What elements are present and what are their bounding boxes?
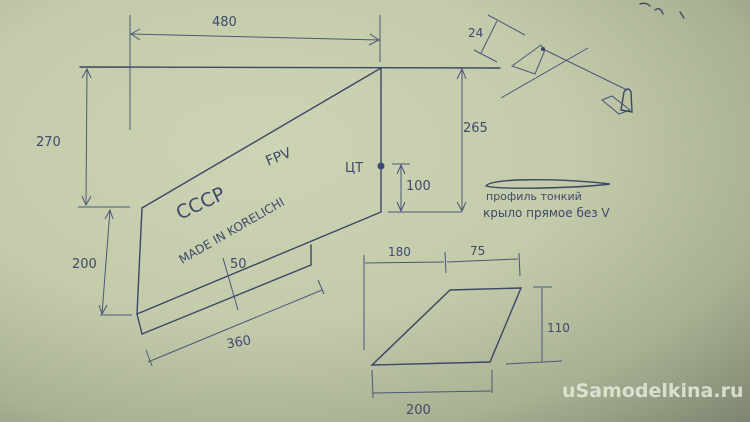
tip-chord-dimension: 200	[72, 208, 132, 316]
aileron-length-label: 360	[225, 333, 252, 352]
cg-distance-label: 100	[406, 179, 431, 194]
aileron-width-dimension: 50	[222, 257, 247, 311]
watermark: uSamodelkina.ru	[562, 380, 744, 402]
fin-base-label: 200	[406, 403, 431, 418]
wing-note: крыло прямое без V	[483, 206, 610, 220]
span-dimension: 480	[129, 15, 381, 130]
wing-text-fpv: FPV	[264, 145, 295, 170]
fin-sweep-label: 180	[388, 245, 411, 259]
cg-dimension: 100	[388, 163, 462, 213]
airfoil-profile	[484, 179, 611, 189]
root-offset-dimension: 270	[36, 67, 130, 208]
horn-height-label: 24	[468, 26, 483, 40]
wing-text-cccp: CCCP	[173, 183, 229, 225]
span-label: 480	[212, 15, 237, 30]
fin-drawing: 180 75 110 200	[363, 244, 570, 418]
root-chord-dimension: 265	[456, 67, 488, 213]
wing-outline	[79, 66, 501, 335]
control-horn-detail: 24	[468, 2, 685, 115]
tip-chord-label: 200	[72, 257, 97, 272]
aileron-length-dimension: 360	[145, 279, 325, 367]
fin-top-chord-label: 75	[470, 244, 485, 258]
aileron-width-label: 50	[230, 257, 247, 272]
cg-dot	[377, 162, 385, 170]
fin-height-label: 110	[547, 321, 570, 335]
root-offset-label: 270	[36, 135, 61, 150]
root-chord-label: 265	[463, 121, 488, 136]
profile-note: профиль тонкий	[486, 190, 582, 203]
cg-label: ЦТ	[345, 161, 363, 176]
